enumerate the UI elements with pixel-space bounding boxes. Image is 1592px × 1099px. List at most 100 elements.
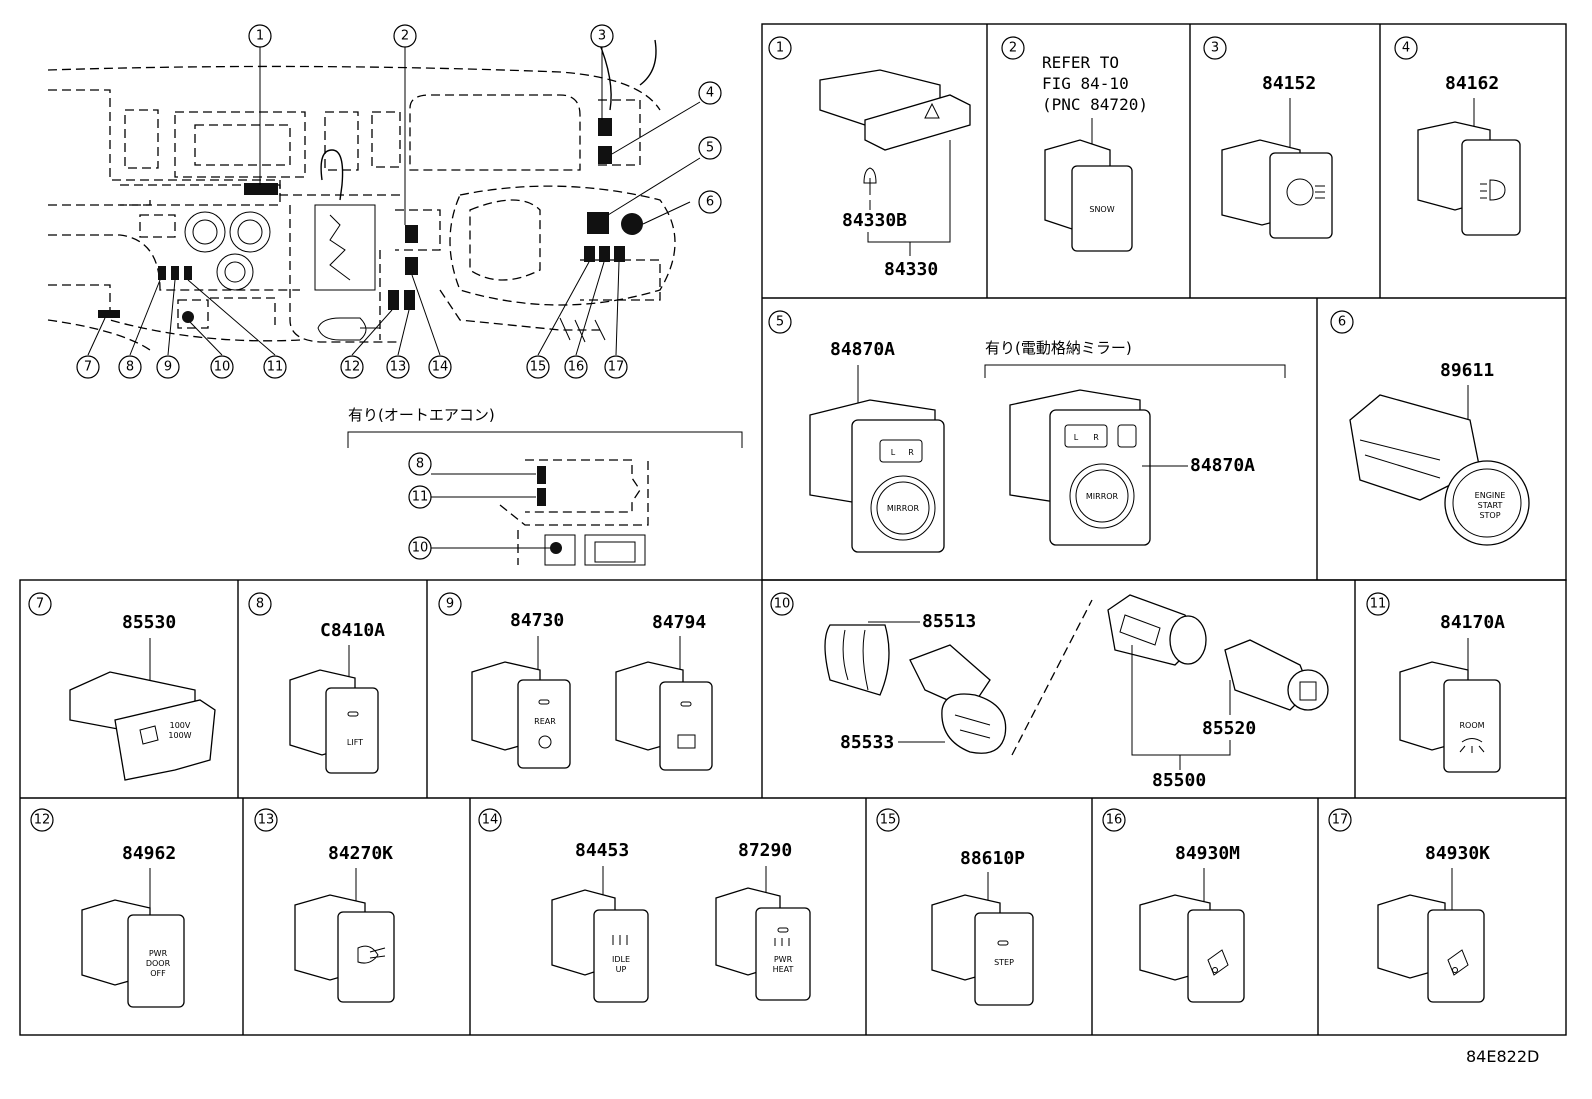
svg-text:有り(電動格納ミラー): 有り(電動格納ミラー) (985, 339, 1132, 357)
panel-8-number: 8 (248, 592, 272, 616)
svg-text:DOOR: DOOR (146, 959, 171, 968)
svg-text:STEP: STEP (994, 958, 1014, 967)
svg-text:100W: 100W (168, 731, 191, 740)
cigarette-lighter-drawing (1107, 594, 1329, 711)
svg-text:START: START (1478, 501, 1503, 510)
hazard-switch-drawing (819, 69, 971, 195)
svg-text:MIRROR: MIRROR (887, 504, 920, 513)
part-84330B: 84330B (842, 210, 907, 231)
svg-text:16: 16 (568, 360, 585, 375)
svg-text:11: 11 (1370, 597, 1387, 612)
grid-lines (19, 23, 1567, 1036)
svg-text:4: 4 (1402, 41, 1410, 56)
callout-12: 12 (340, 355, 364, 379)
svg-text:6: 6 (1338, 315, 1346, 330)
svg-text:11: 11 (267, 360, 284, 375)
part-85500: 85500 (1152, 770, 1206, 791)
push-start-switch-drawing: ENGINE START STOP (1349, 394, 1530, 546)
svg-text:REAR: REAR (534, 717, 556, 726)
part-84170A: 84170A (1440, 612, 1505, 633)
svg-text:8: 8 (256, 597, 264, 612)
lift-switch-drawing: LIFT (289, 669, 379, 774)
panel-17: 17 84930K (1328, 808, 1490, 1003)
svg-text:10: 10 (774, 597, 791, 612)
callout-10: 10 (210, 355, 234, 379)
socket-holder-drawing (824, 624, 1007, 754)
svg-text:IDLE: IDLE (612, 955, 630, 964)
panel-13: 13 84270K (254, 808, 395, 1003)
svg-text:100V: 100V (170, 721, 191, 730)
panel-10: 10 85513 85533 85520 85500 (770, 592, 1329, 791)
panel-6-number: 6 (1330, 310, 1354, 334)
part-87290: 87290 (738, 840, 792, 861)
svg-text:7: 7 (84, 360, 92, 375)
part-84794: 84794 (652, 612, 706, 633)
rear-defog-switch-drawing (615, 661, 713, 771)
svg-text:10: 10 (214, 360, 231, 375)
svg-text:3: 3 (1211, 41, 1219, 56)
panel-14-number: 14 (478, 808, 502, 832)
snow-switch-drawing: SNOW (1044, 139, 1133, 252)
svg-text:L: L (891, 448, 896, 457)
headlamp-leveling-switch-drawing (294, 894, 395, 1003)
callout-3: 3 (590, 24, 614, 48)
panel-11-number: 11 (1366, 592, 1390, 616)
svg-text:ROOM: ROOM (1459, 721, 1484, 730)
part-84453: 84453 (575, 840, 629, 861)
panel-9: 9 84730 84794 REAR (438, 592, 713, 771)
power-door-off-switch-drawing: PWR DOOR OFF (81, 899, 185, 1008)
part-84330: 84330 (884, 259, 938, 280)
callout-7: 7 (76, 355, 100, 379)
svg-text:PWR: PWR (149, 949, 168, 958)
panel-1: 1 84330B 84330 (768, 36, 971, 280)
mirror-switch-drawing-1: L R MIRROR (809, 399, 945, 553)
svg-text:2: 2 (401, 29, 409, 44)
svg-text:7: 7 (36, 597, 44, 612)
panel-5: 5 84870A L R MIRROR 有り(電動格納ミラー) L R MIRR… (768, 310, 1286, 553)
svg-text:15: 15 (880, 813, 897, 828)
svg-text:14: 14 (432, 360, 449, 375)
part-84870A-1: 84870A (830, 339, 895, 360)
svg-text:R: R (908, 448, 914, 457)
panel-7: 7 85530 100V 100W (28, 592, 216, 781)
svg-text:4: 4 (706, 86, 714, 101)
part-84162: 84162 (1445, 73, 1499, 94)
part-84930M: 84930M (1175, 843, 1240, 864)
part-84930K: 84930K (1425, 843, 1490, 864)
callout-11: 11 (263, 355, 287, 379)
callout-17: 17 (604, 355, 628, 379)
part-84962: 84962 (122, 843, 176, 864)
part-85533: 85533 (840, 732, 894, 753)
callout-6: 6 (698, 190, 722, 214)
svg-text:(PNC 84720): (PNC 84720) (1042, 95, 1148, 114)
idle-up-switch-drawing: IDLE UP (551, 889, 649, 1003)
panel-14: 14 84453 87290 IDLE UP PWR HEAT (478, 808, 811, 1003)
svg-text:UP: UP (616, 965, 627, 974)
callout-15: 15 (526, 355, 550, 379)
part-84870A-2: 84870A (1190, 455, 1255, 476)
callout-9: 9 (156, 355, 180, 379)
mirror-switch-drawing-2: L R MIRROR (1009, 389, 1151, 546)
svg-text:2: 2 (1009, 41, 1017, 56)
svg-text:HEAT: HEAT (773, 965, 794, 974)
panel-7-number: 7 (28, 592, 52, 616)
panel-15-number: 15 (876, 808, 900, 832)
svg-text:12: 12 (34, 813, 51, 828)
svg-text:8: 8 (126, 360, 134, 375)
panel-12: 12 84962 PWR DOOR OFF (30, 808, 185, 1008)
callout-4: 4 (698, 81, 722, 105)
panel-12-number: 12 (30, 808, 54, 832)
part-85513: 85513 (922, 611, 976, 632)
svg-text:5: 5 (706, 141, 714, 156)
svg-text:10: 10 (412, 541, 429, 556)
sliding-door-switch-drawing-1 (1139, 894, 1245, 1003)
svg-text:8: 8 (416, 457, 424, 472)
svg-text:LIFT: LIFT (347, 738, 363, 747)
svg-text:ENGINE: ENGINE (1475, 491, 1506, 500)
power-outlet-switch-drawing: 100V 100W (69, 671, 216, 781)
svg-text:13: 13 (258, 813, 275, 828)
fog-switch-drawing (1221, 139, 1333, 239)
svg-text:11: 11 (412, 490, 429, 505)
svg-text:REFER TO: REFER TO (1042, 53, 1119, 72)
